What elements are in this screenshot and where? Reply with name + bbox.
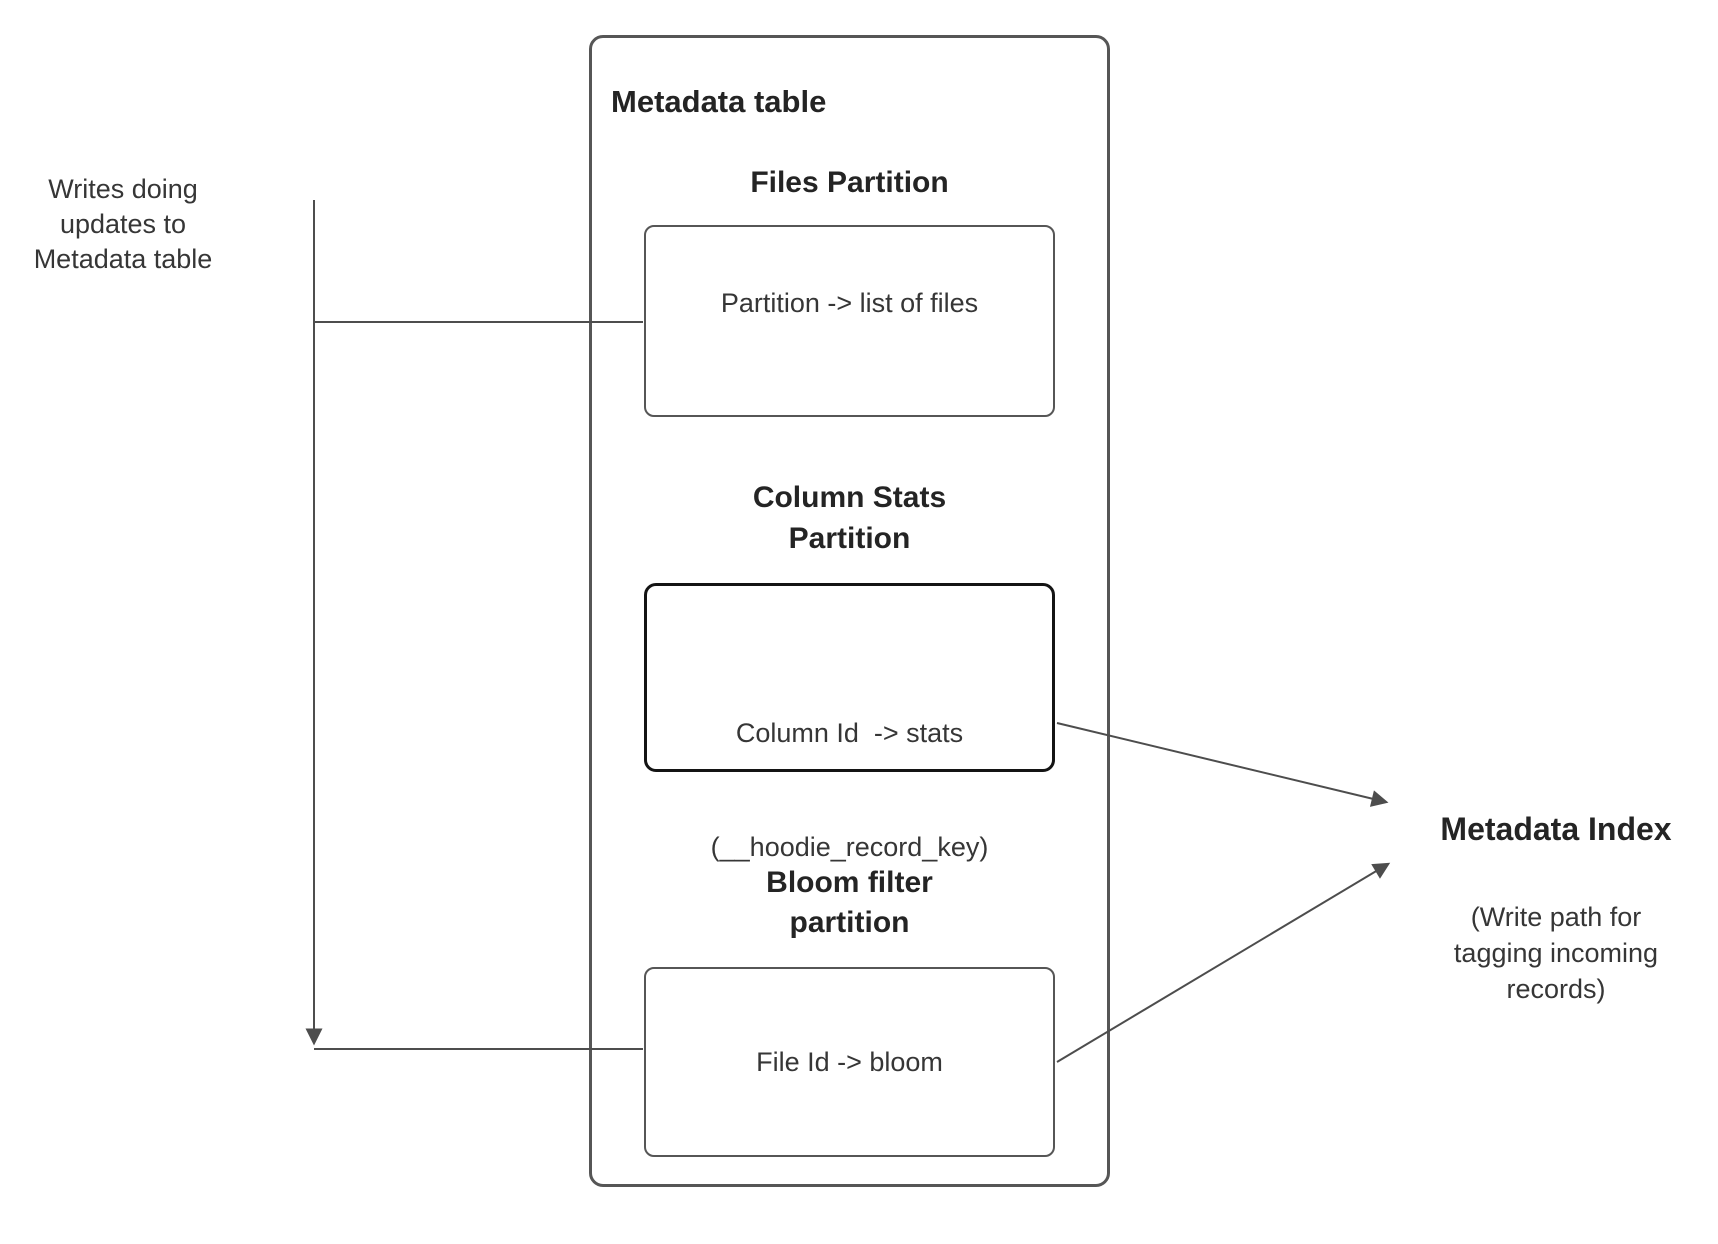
writes-note-line: updates to	[59, 209, 187, 239]
bloom-partition-heading-line: Bloom filter	[766, 866, 933, 899]
files-partition-box: Partition -> list of files	[644, 225, 1055, 417]
column-stats-mapping-line: (__hoodie_record_key)	[710, 832, 989, 862]
files-partition-heading: Files Partition	[750, 166, 949, 199]
column-stats-box: Column Id -> stats (__hoodie_record_key)	[644, 583, 1055, 862]
bloom-partition-heading-line: partition	[789, 906, 910, 939]
bloom-partition-mapping: File Id -> bloom	[756, 1046, 943, 1077]
bloom-partition-heading: Bloom filter partition	[644, 863, 1055, 943]
metadata-index-subtitle-line: (Write path for	[1470, 902, 1642, 932]
column-stats-mapping-line: Column Id -> stats	[735, 718, 964, 748]
metadata-index-title: Metadata Index	[1440, 811, 1672, 847]
files-partition-mapping: Partition -> list of files	[720, 288, 979, 318]
column-stats-heading-line: Column Stats	[752, 481, 947, 514]
metadata-index-subtitle-line: records)	[1506, 974, 1606, 1004]
metadata-index-subtitle: (Write path for tagging incoming records…	[1406, 899, 1706, 1007]
bloom-partition-box: File Id -> bloom	[644, 967, 1055, 1157]
column-stats-heading-line: Partition	[788, 522, 911, 555]
writes-note: Writes doing updates to Metadata table	[8, 172, 238, 277]
column-stats-heading: Column Stats Partition	[644, 477, 1055, 559]
writes-note-line: Writes doing	[48, 174, 198, 204]
metadata-index-subtitle-line: tagging incoming	[1453, 938, 1659, 968]
writes-note-line: Metadata table	[33, 244, 213, 274]
metadata-table-title: Metadata table	[611, 84, 827, 119]
